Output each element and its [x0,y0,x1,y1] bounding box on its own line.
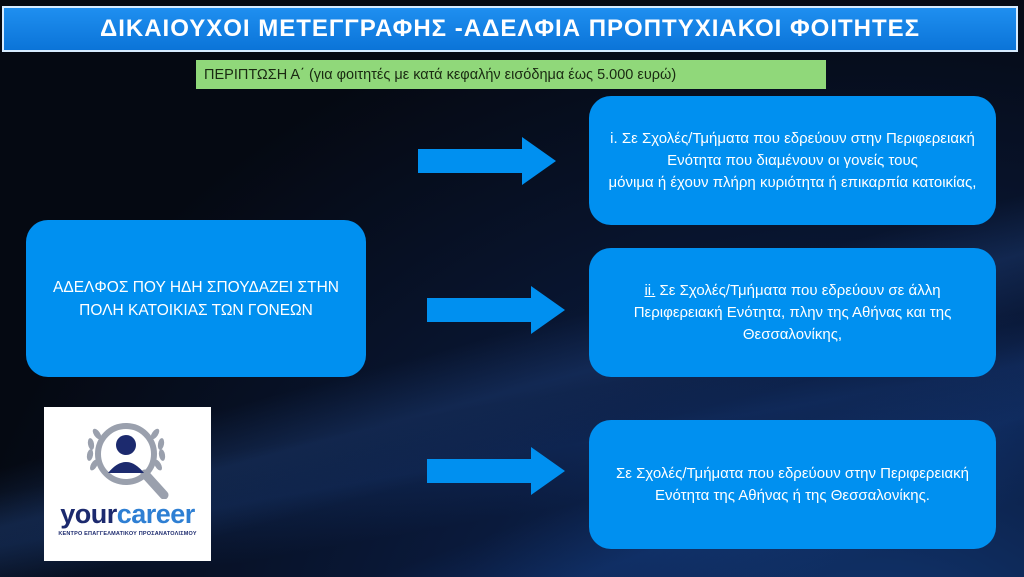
left-box-sibling-studying: ΑΔΕΛΦΟΣ ΠΟΥ ΗΔΗ ΣΠΟΥΔΑΖΕΙ ΣΤΗΝ ΠΟΛΗ ΚΑΤΟ… [26,220,366,377]
title-bar: ΔΙΚΑΙΟΥΧΟΙ ΜΕΤΕΓΓΡΑΦΗΣ -ΑΔΕΛΦΙΑ ΠΡΟΠΤΥΧΙ… [2,6,1018,52]
logo-subtitle: ΚΕΝΤΡΟ ΕΠΑΓΓΕΛΜΑΤΙΚΟΥ ΠΡΟΣΑΝΑΤΟΛΙΣΜΟΥ [58,531,197,537]
right-box-text: ii. Σε Σχολές/Τμήματα που εδρεύουν σε άλ… [633,281,952,343]
left-box-text: ΑΔΕΛΦΟΣ ΠΟΥ ΗΔΗ ΣΠΟΥΔΑΖΕΙ ΣΤΗΝ ΠΟΛΗ ΚΑΤΟ… [53,278,339,319]
page-title: ΔΙΚΑΙΟΥΧΟΙ ΜΕΤΕΓΓΡΑΦΗΣ -ΑΔΕΛΦΙΑ ΠΡΟΠΤΥΧΙ… [99,15,921,42]
case-label: ΠΕΡΙΠΤΩΣΗ Α΄ (για φοιτητές με κατά κεφαλ… [196,60,826,89]
logo-wordmark: yourcareer [60,499,195,529]
arrow-right-icon [418,137,556,185]
case-marker: ii. [644,281,656,299]
right-box-case-ii: ii. Σε Σχολές/Τμήματα που εδρεύουν σε άλ… [589,248,996,377]
yourcareer-logo: yourcareer ΚΕΝΤΡΟ ΕΠΑΓΓΕΛΜΑΤΙΚΟΥ ΠΡΟΣΑΝΑ… [44,407,211,561]
arrow-right-icon [427,286,565,334]
right-box-text: Σε Σχολές/Τμήματα που εδρεύουν στην Περι… [615,464,969,504]
arrow-right-icon [427,447,565,495]
right-box-case-iii: Σε Σχολές/Τμήματα που εδρεύουν στην Περι… [589,420,996,549]
person-magnifier-icon [86,423,169,499]
right-box-case-i: i. Σε Σχολές/Τμήματα που εδρεύουν στην Π… [589,96,996,225]
right-box-text: i. Σε Σχολές/Τμήματα που εδρεύουν στην Π… [608,129,977,191]
